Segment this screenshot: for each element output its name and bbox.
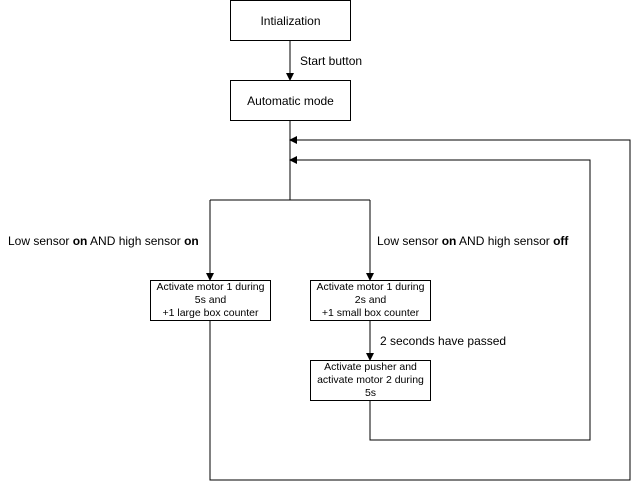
- node-large-box-line-3: +1 large box counter: [162, 307, 259, 319]
- edge-label-condition-right-bold-2: off: [553, 234, 569, 248]
- edge-label-condition-left-part-2: AND high sensor: [87, 234, 185, 248]
- node-small-box: Activate motor 1 during 2s and +1 small …: [310, 280, 431, 321]
- edge-label-condition-left-part-1: Low sensor: [8, 234, 73, 248]
- edge-pusher-loop-back: [289, 156, 591, 441]
- edge-label-condition-left: Low sensor on AND high sensor on: [8, 234, 199, 248]
- edge-label-start-button: Start button: [300, 54, 363, 68]
- node-pusher-line-3: 5s: [364, 387, 377, 399]
- edge-label-condition-right-part-2: AND high sensor: [456, 234, 554, 248]
- node-large-box-line-1: Activate motor 1 during: [156, 281, 265, 293]
- node-small-box-line-2: 2s and: [354, 294, 387, 306]
- node-initialization: Intialization: [230, 0, 351, 41]
- node-automatic-mode: Automatic mode: [230, 80, 351, 121]
- node-large-box-line-2: 5s and: [194, 294, 227, 306]
- edge-label-condition-right-part-1: Low sensor: [377, 234, 442, 248]
- edge-large-loop-back: [209, 136, 631, 481]
- node-small-box-line-3: +1 small box counter: [321, 307, 420, 319]
- node-automatic-mode-label: Automatic mode: [247, 93, 334, 108]
- node-pusher-line-1: Activate pusher and: [324, 361, 417, 373]
- node-pusher-line-2: activate motor 2 during: [317, 374, 424, 386]
- edge-label-condition-right-bold-1: on: [441, 234, 457, 248]
- node-small-box-line-1: Activate motor 1 during: [316, 281, 425, 293]
- edge-label-condition-right: Low sensor on AND high sensor off: [377, 234, 568, 248]
- edge-label-condition-left-bold-2: on: [184, 234, 199, 248]
- edge-label-condition-left-bold-1: on: [72, 234, 88, 248]
- node-large-box: Activate motor 1 during 5s and +1 large …: [150, 280, 271, 321]
- edge-label-two-seconds: 2 seconds have passed: [380, 334, 507, 348]
- node-pusher: Activate pusher and activate motor 2 dur…: [310, 360, 431, 401]
- node-initialization-label: Intialization: [260, 13, 321, 28]
